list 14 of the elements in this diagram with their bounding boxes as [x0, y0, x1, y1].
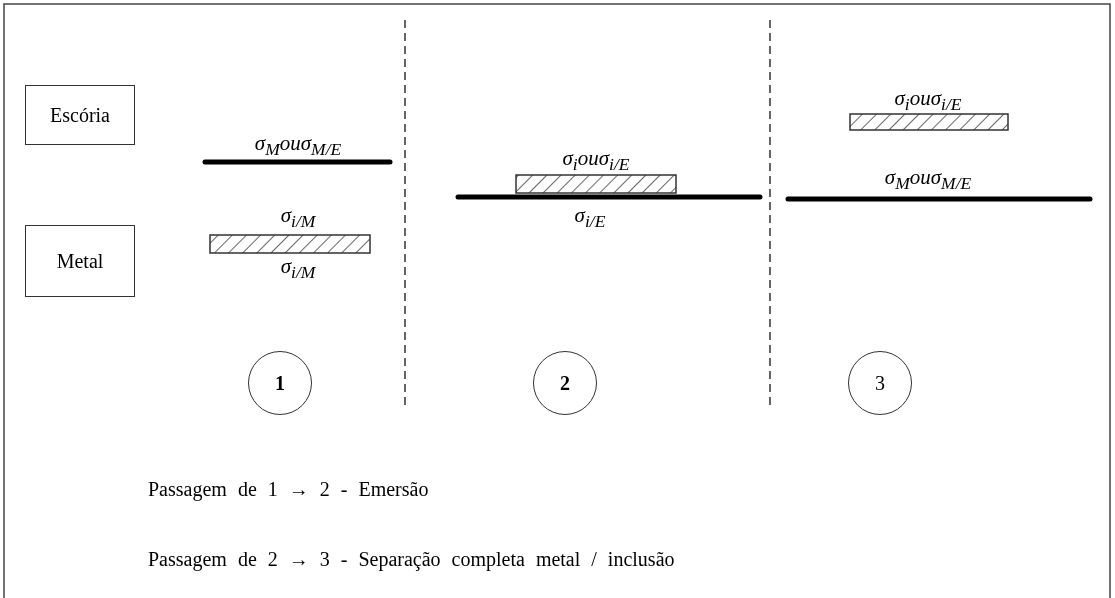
tension-symbol: σ$_{i}$ouσ$_{i/E}$ — [894, 88, 962, 114]
inclusion-bar — [515, 174, 677, 194]
tension-symbol: σ$_{i/M}$ — [280, 205, 316, 231]
tension-symbol: σ$_{M}$ouσ$_{M/E}$ — [884, 167, 972, 193]
note-text: Passagem de 1 → 2 - Emersão — [148, 478, 429, 501]
tension-symbol: σ$_{M}$ouσ$_{M/E}$ — [254, 133, 342, 159]
tension-symbol: σ$_{i/E}$ — [574, 205, 606, 231]
phase-box: Escória — [25, 85, 135, 145]
inclusion-bar — [209, 234, 371, 254]
tension-symbol: σ$_{i/M}$ — [280, 256, 316, 282]
note-text: Passagem de 2 → 3 - Separação completa metal / inclusão — [148, 548, 675, 571]
inclusion-bar — [849, 113, 1009, 131]
tension-symbol: σ$_{i}$ouσ$_{i/E}$ — [562, 148, 630, 174]
phase-box: Metal — [25, 225, 135, 297]
